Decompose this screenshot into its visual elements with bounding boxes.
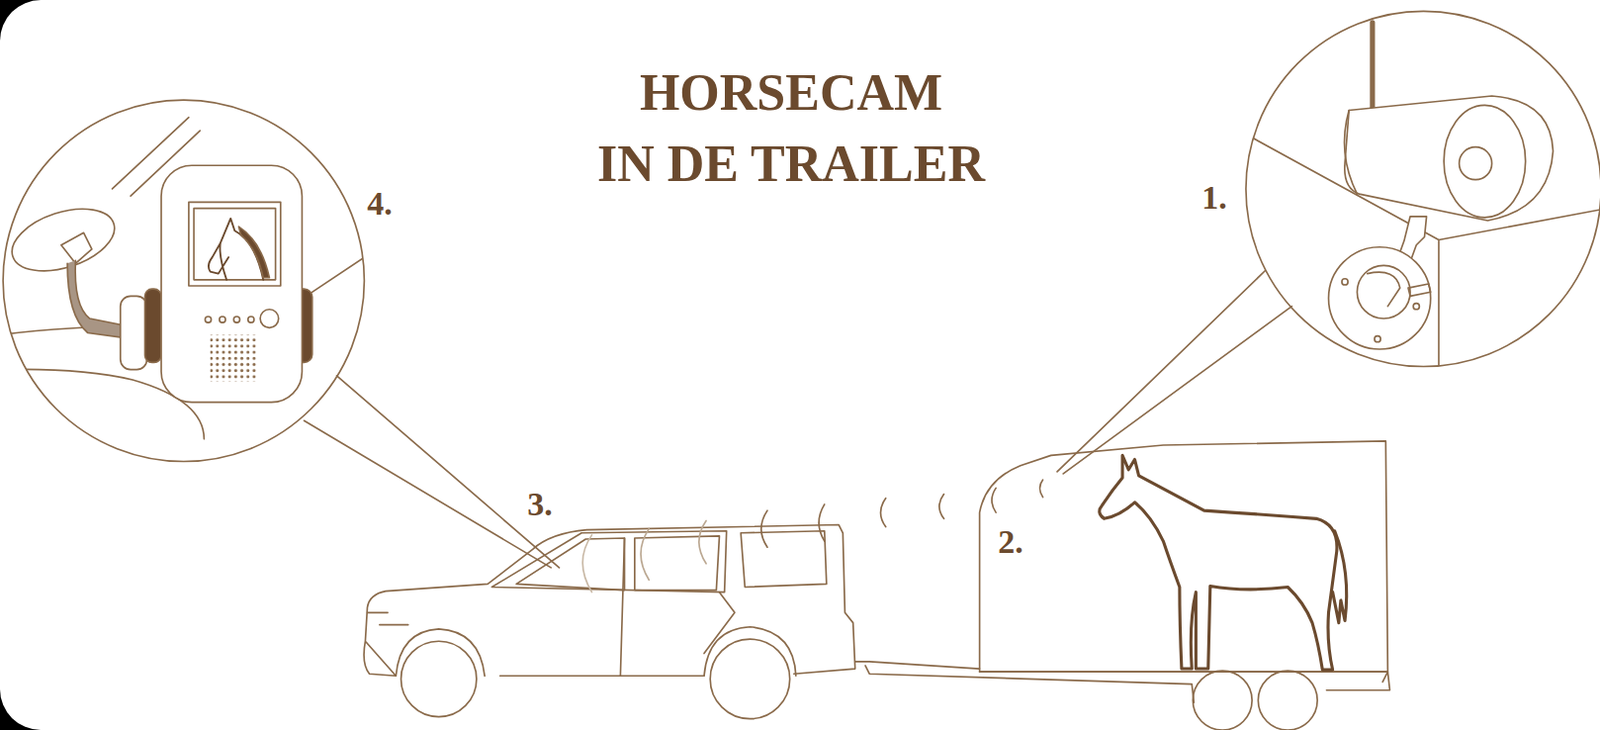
monitor-callout: [3, 196, 122, 282]
camera-callout: [1344, 95, 1554, 221]
callout-number: 3.: [527, 484, 553, 525]
camera-callout: [1344, 109, 1358, 194]
camera-callout: [1245, 10, 1600, 366]
monitor-callout: [161, 165, 302, 402]
trailer: [1192, 670, 1252, 730]
monitor-callout: [120, 295, 148, 369]
horse: [1333, 531, 1347, 623]
monitor-callout: [260, 309, 279, 329]
camera-callout: [1341, 278, 1348, 285]
camera-callout: [1245, 10, 1600, 369]
monitor-callout: [193, 208, 276, 280]
camera-callout: [1443, 104, 1526, 218]
signal-wave: [761, 510, 768, 547]
trailer: [979, 671, 1391, 691]
signal-wave: [640, 529, 649, 581]
signal-wave: [582, 479, 1043, 593]
car: [704, 592, 735, 654]
trailer: [855, 661, 1195, 703]
car: [366, 612, 408, 624]
leader-line: [1057, 270, 1266, 472]
callout-number: 1.: [1201, 177, 1228, 218]
leader-line: [304, 420, 552, 568]
car: [620, 537, 624, 676]
camera-callout: [1374, 336, 1381, 343]
signal-wave: [881, 498, 887, 528]
monitor-callout: [0, 99, 367, 461]
signal-wave: [1039, 479, 1043, 498]
leader-line: [304, 270, 1293, 568]
car: [363, 525, 856, 719]
trailer: [855, 441, 1391, 730]
monitor-callout: [204, 316, 211, 323]
camera-callout: [1408, 283, 1431, 296]
callout-number: 4.: [366, 183, 393, 224]
callout-number: 2.: [997, 522, 1024, 562]
horse: [1099, 454, 1337, 670]
car: [710, 638, 790, 719]
monitor-callout: [248, 316, 255, 323]
car: [516, 537, 624, 591]
signal-wave: [582, 534, 592, 593]
camera-callout: [1367, 271, 1401, 306]
camera-callout: [1369, 22, 1375, 108]
monitor-callout: [61, 232, 92, 264]
signal-wave: [939, 494, 945, 520]
monitor-callout: [238, 226, 269, 278]
monitor-callout: [219, 316, 226, 323]
illustration: [0, 10, 1600, 730]
camera-callout: [1356, 265, 1411, 319]
camera-callout: [1329, 247, 1431, 350]
leader-line: [337, 375, 560, 568]
leader-line: [1063, 306, 1292, 474]
car: [491, 531, 726, 593]
car: [401, 640, 477, 716]
trailer: [979, 441, 1389, 672]
trailer: [1257, 670, 1318, 730]
monitor-callout: [0, 117, 367, 440]
signal-wave: [818, 504, 825, 541]
monitor-callout: [2, 99, 364, 461]
camera-callout: [1459, 147, 1493, 180]
signal-wave: [699, 520, 707, 563]
car: [740, 531, 827, 588]
camera-callout: [1413, 303, 1420, 310]
monitor-callout: [210, 335, 258, 382]
monitor-callout: [145, 288, 163, 362]
horse: [1099, 454, 1347, 670]
signal-wave: [991, 487, 996, 513]
monitor-callout: [188, 201, 281, 286]
car: [395, 628, 485, 676]
monitor-callout: [233, 316, 240, 323]
title: HORSECAM IN DE TRAILER: [597, 57, 985, 200]
